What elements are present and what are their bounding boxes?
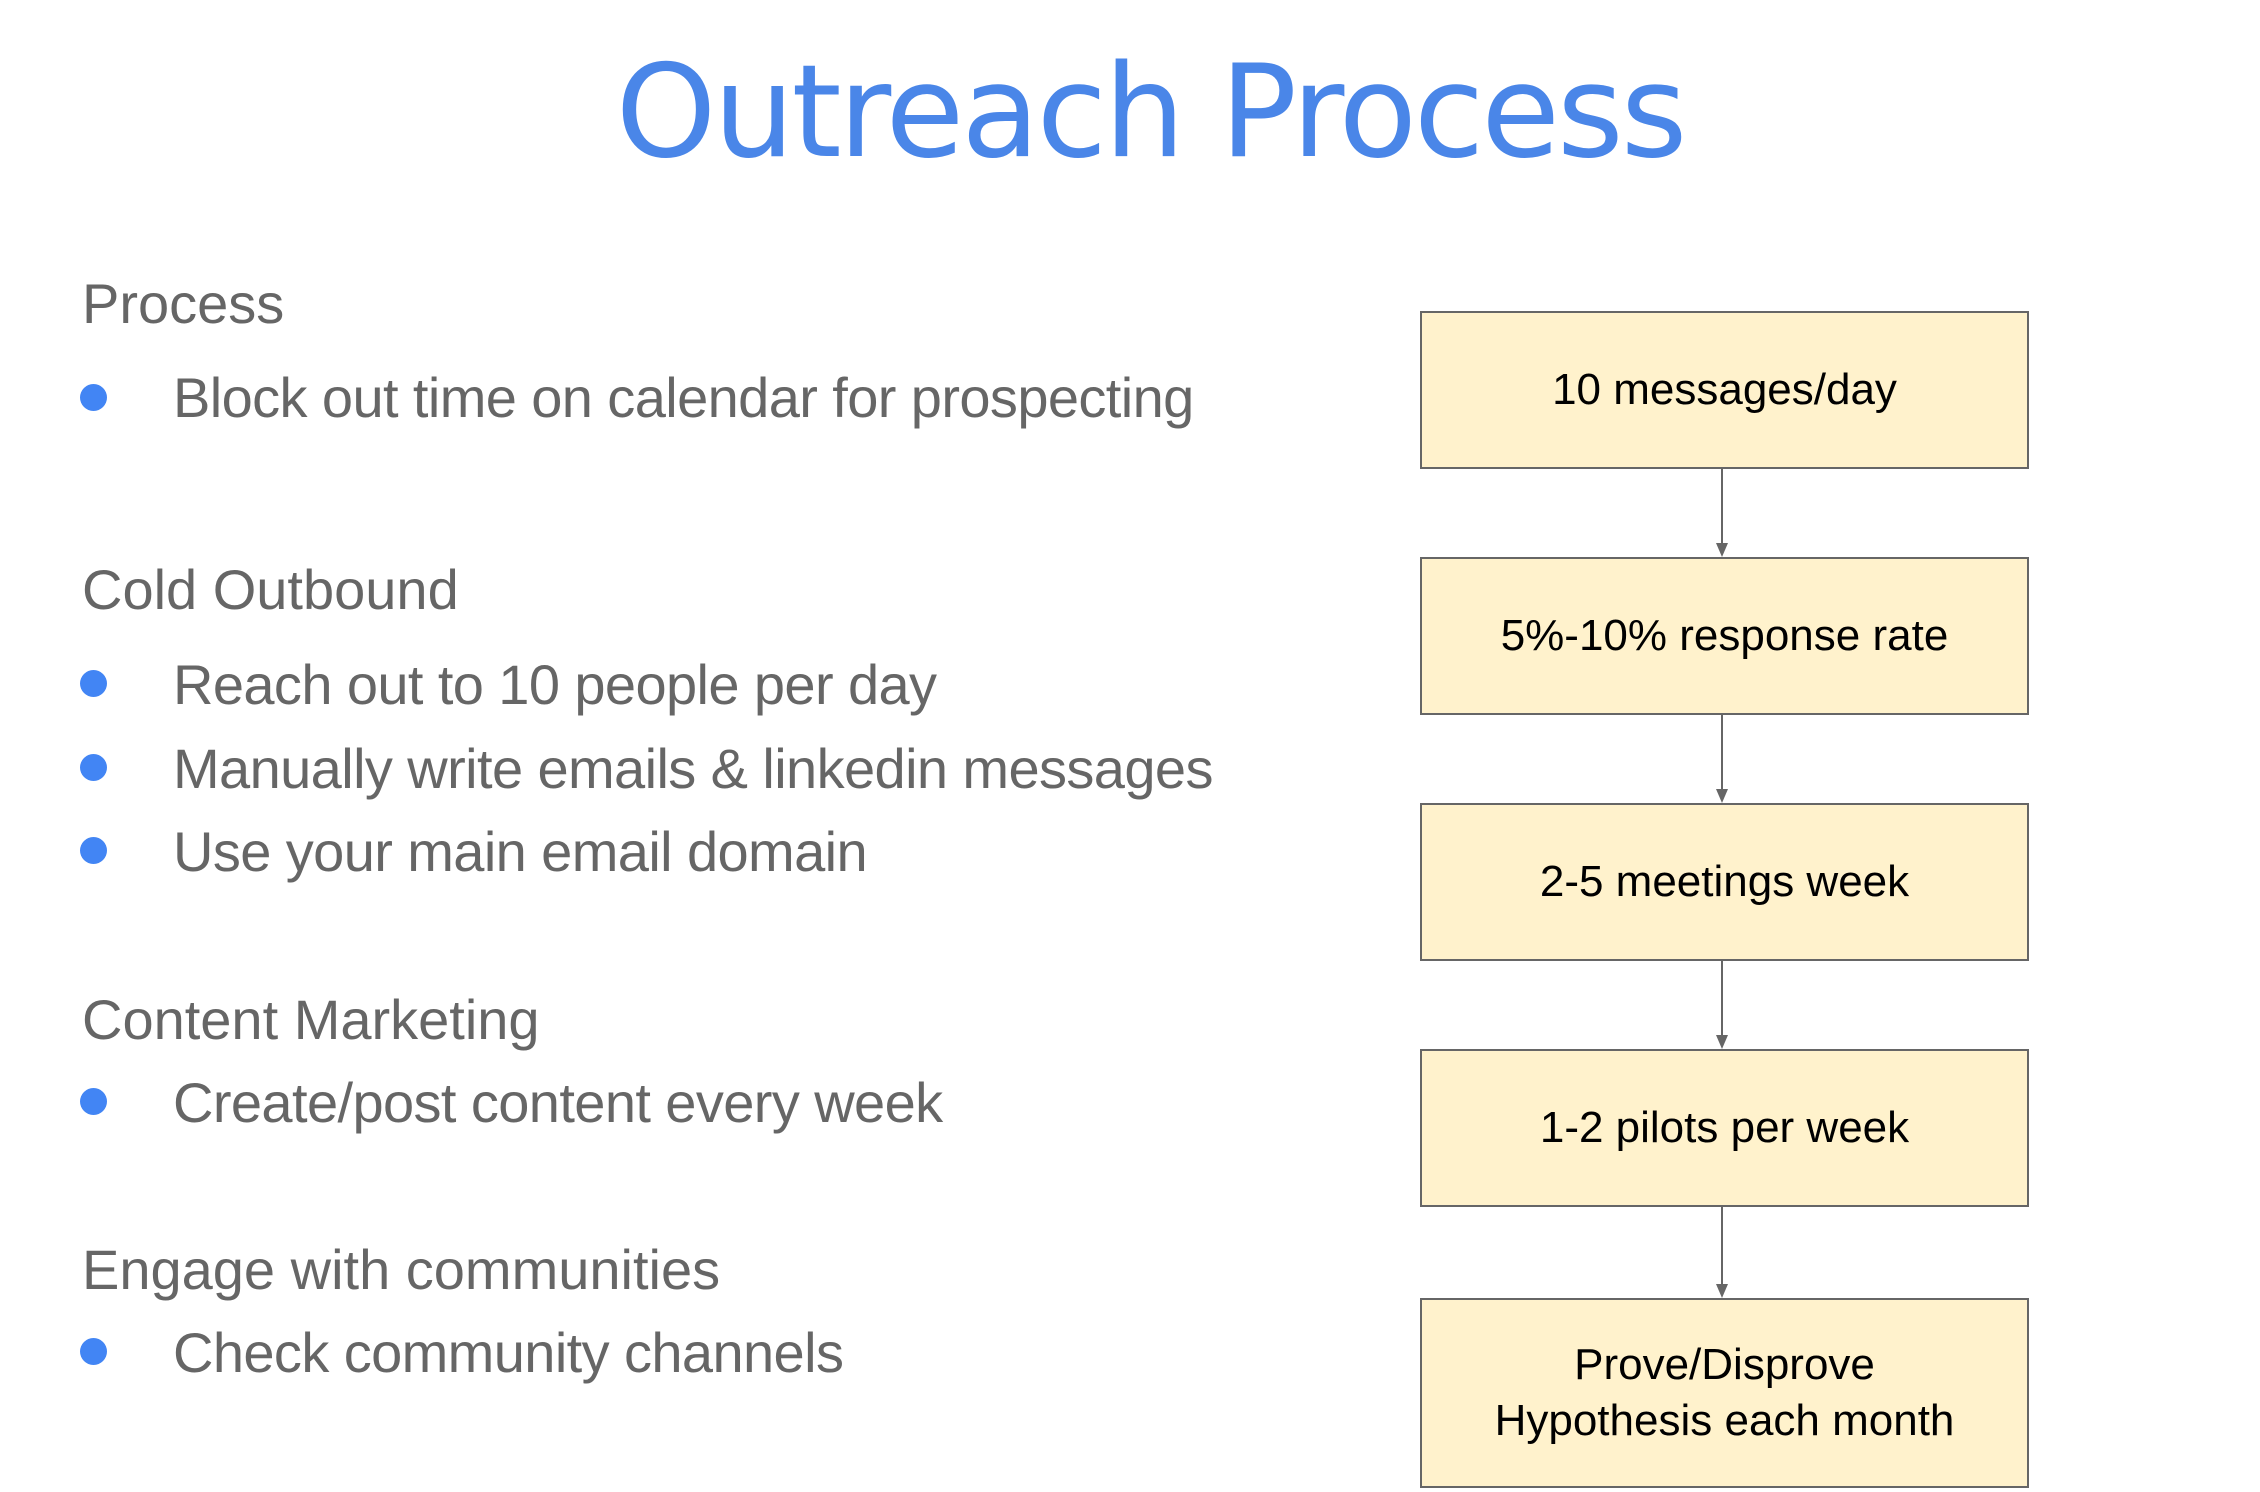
flow-arrow-line xyxy=(1721,469,1723,545)
flow-step-label: 2-5 meetings week xyxy=(1539,857,1910,906)
bullet-item: Use your main email domain xyxy=(173,820,868,883)
bullet-item: Reach out to 10 people per day xyxy=(173,653,937,716)
bullet-dot-icon xyxy=(80,384,107,411)
bullet-item: Block out time on calendar for prospecti… xyxy=(173,366,1194,429)
flow-step-label: 1-2 pilots per week xyxy=(1539,1103,1910,1152)
flow-arrow-line xyxy=(1721,961,1723,1037)
arrow-down-icon xyxy=(1716,543,1728,557)
bullet-dot-icon xyxy=(80,837,107,864)
flow-step-response-rate: 5%-10% response rate xyxy=(1420,557,2029,715)
section-heading-cold-outbound: Cold Outbound xyxy=(82,558,459,621)
bullet-item: Create/post content every week xyxy=(173,1071,943,1134)
slide-title: Outreach Process xyxy=(615,38,1688,187)
flow-step-label-line2: Hypothesis each month xyxy=(1494,1396,1955,1445)
bullet-item: Check community channels xyxy=(173,1321,844,1384)
flow-step-pilots: 1-2 pilots per week xyxy=(1420,1049,2029,1207)
bullet-dot-icon xyxy=(80,670,107,697)
section-heading-engage-communities: Engage with communities xyxy=(82,1238,721,1301)
arrow-down-icon xyxy=(1716,1035,1728,1049)
bullet-dot-icon xyxy=(80,754,107,781)
flow-step-messages: 10 messages/day xyxy=(1420,311,2029,469)
bullet-item: Manually write emails & linkedin message… xyxy=(173,737,1213,800)
section-heading-content-marketing: Content Marketing xyxy=(82,988,540,1051)
flow-step-label-line1: Prove/Disprove xyxy=(1574,1340,1875,1389)
arrow-down-icon xyxy=(1716,1284,1728,1298)
bullet-dot-icon xyxy=(80,1338,107,1365)
flow-step-label: 10 messages/day xyxy=(1552,365,1897,414)
flow-step-label: 5%-10% response rate xyxy=(1500,611,1949,660)
flow-step-meetings: 2-5 meetings week xyxy=(1420,803,2029,961)
flow-step-hypothesis: Prove/Disprove Hypothesis each month xyxy=(1420,1298,2029,1488)
flow-arrow-line xyxy=(1721,1207,1723,1285)
section-heading-process: Process xyxy=(82,272,285,335)
arrow-down-icon xyxy=(1716,789,1728,803)
bullet-dot-icon xyxy=(80,1088,107,1115)
flow-arrow-line xyxy=(1721,715,1723,791)
